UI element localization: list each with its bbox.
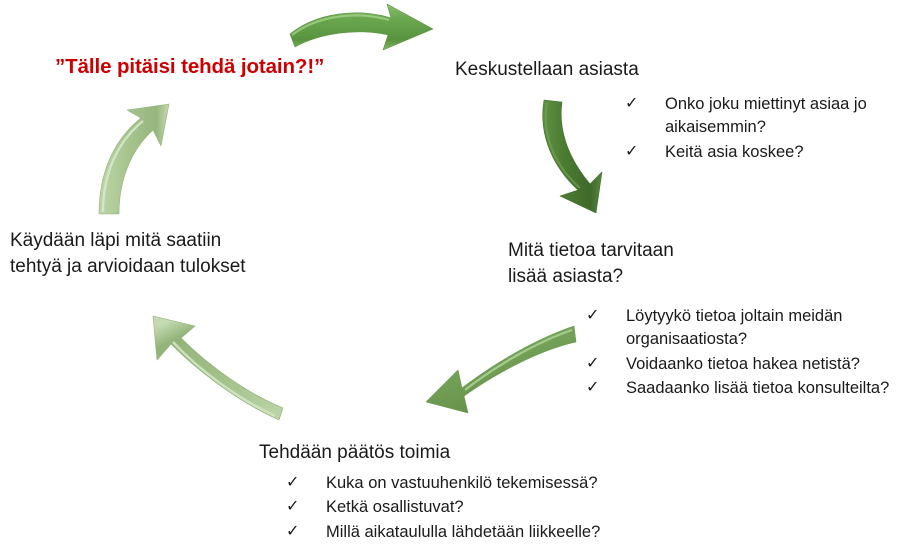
headline-text: ”Tälle pitäisi tehdä jotain?!”	[55, 55, 325, 78]
arrow-right-down-icon	[530, 96, 640, 216]
arrow-top-right-icon	[287, 2, 437, 62]
check-icon: ✓	[586, 377, 600, 397]
stage-title-review: Käydään läpi mitä saatiin tehtyä ja arvi…	[10, 230, 246, 278]
list-item: ✓ Ketkä osallistuvat?	[286, 496, 686, 519]
list-item: ✓ Millä aikataululla lähdetään liikkeell…	[286, 521, 686, 544]
stage-title-decide: Tehdään päätös toimia	[259, 442, 451, 463]
stage-title-discuss: Keskustellaan asiasta	[455, 59, 639, 80]
list-item: ✓ Voidaanko tietoa hakea netistä?	[586, 353, 901, 376]
list-item-label: Ketkä osallistuvat?	[326, 498, 464, 517]
bullet-list-info: ✓ Löytyykö tietoa joltain meidän organis…	[586, 305, 901, 402]
arrow-up-icon	[85, 98, 185, 218]
list-item-label: Millä aikataululla lähdetään liikkeelle?	[326, 522, 601, 541]
check-icon: ✓	[625, 140, 639, 160]
list-item: ✓ Onko joku miettinyt asiaa jo aikaisemm…	[625, 93, 887, 140]
check-icon: ✓	[286, 496, 300, 516]
bullet-list-discuss: ✓ Onko joku miettinyt asiaa jo aikaisemm…	[625, 93, 887, 165]
list-item: ✓ Löytyykö tietoa joltain meidän organis…	[586, 305, 901, 352]
list-item-label: Saadaanko lisää tietoa konsulteilta?	[626, 379, 890, 398]
list-item-label: Löytyykö tietoa joltain meidän organisaa…	[626, 307, 843, 349]
list-item-label: Kuka on vastuuhenkilö tekemisessä?	[326, 474, 598, 492]
list-item: ✓ Saadaanko lisää tietoa konsulteilta?	[586, 377, 901, 400]
list-item-label: Voidaanko tietoa hakea netistä?	[626, 354, 860, 373]
arrow-down-left-icon	[418, 318, 578, 418]
check-icon: ✓	[625, 93, 639, 112]
check-icon: ✓	[286, 520, 300, 540]
arrow-up-left-icon	[133, 308, 283, 428]
stage-title-info: Mitä tietoa tarvitaan lisää asiasta?	[508, 240, 674, 288]
bullet-list-decide: ✓ Kuka on vastuuhenkilö tekemisessä? ✓ K…	[286, 472, 686, 545]
list-item-label: Onko joku miettinyt asiaa jo aikaisemmin…	[665, 95, 867, 137]
list-item-label: Keitä asia koskee?	[665, 142, 804, 161]
check-icon: ✓	[586, 305, 600, 324]
check-icon: ✓	[286, 472, 300, 491]
list-item: ✓ Kuka on vastuuhenkilö tekemisessä?	[286, 472, 686, 495]
check-icon: ✓	[586, 352, 600, 372]
list-item: ✓ Keitä asia koskee?	[625, 141, 887, 164]
